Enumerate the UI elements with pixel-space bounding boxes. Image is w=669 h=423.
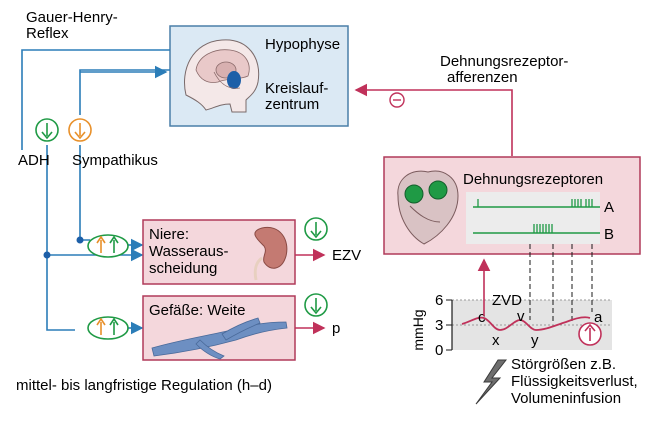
niere-up-icon: [87, 234, 129, 258]
gefaesse-label: Gefäße: Weite: [149, 302, 245, 319]
adh-label: ADH: [18, 152, 50, 169]
caption: mittel- bis langfristige Regulation (h–d…: [16, 377, 272, 394]
hypophyse-box: Hypophyse Kreislauf- zentrum: [169, 25, 349, 127]
wave-y: y: [531, 332, 539, 349]
vessel-icon: [151, 317, 288, 360]
efferent-lines: [21, 49, 170, 335]
ezv-label: EZV: [332, 247, 361, 264]
stoer-up-icon: [578, 322, 602, 346]
trace-b-spikes: [533, 224, 553, 233]
p-label: p: [332, 320, 340, 337]
trace-a-label: A: [604, 199, 614, 216]
wave-c: c: [478, 309, 486, 326]
lightning-icon: [475, 359, 508, 405]
wave-a: a: [594, 309, 603, 326]
wave-v: v: [517, 308, 525, 325]
stoer-label-1: Störgrößen z.B.: [511, 356, 616, 373]
reflex-label-1: Gauer-Henry-: [26, 9, 118, 26]
dehnungsrezeptoren-box: Dehnungsrezeptoren: [383, 156, 641, 255]
minus-icon: [389, 92, 405, 108]
kreislauf-label-1: Kreislauf-: [265, 80, 328, 97]
niere-label-3: scheidung: [149, 260, 217, 277]
kreislauf-label-2: zentrum: [265, 96, 319, 113]
gefaesse-down-icon: [304, 293, 328, 317]
hypophyse-label: Hypophyse: [265, 36, 340, 53]
zvd-label: ZVD: [492, 292, 522, 309]
reflex-label-2: Reflex: [26, 25, 69, 42]
trace-a-spikes: [477, 199, 593, 207]
unit-label: mmHg: [410, 309, 426, 350]
stoer-label-2: Flüssigkeitsverlust,: [511, 373, 638, 390]
niere-label-1: Niere:: [149, 226, 189, 243]
niere-down-icon: [304, 217, 328, 241]
wave-x: x: [492, 332, 500, 349]
sympathikus-label: Sympathikus: [72, 152, 158, 169]
heart-icon: [397, 170, 459, 245]
niere-box: Niere: Wasseraus- scheidung: [142, 219, 296, 285]
gefaesse-box: Gefäße: Weite: [142, 295, 296, 361]
dehnungsrezeptoren-label: Dehnungsrezeptoren: [463, 171, 603, 188]
afferenzen-label-2: afferenzen: [447, 69, 518, 86]
zvd-plot: 6 3 0 mmHg ZVD c v a x y: [410, 244, 612, 359]
afferenzen-label-1: Dehnungsrezeptor-: [440, 53, 568, 70]
adh-down-icon: [35, 118, 59, 142]
trace-b-label: B: [604, 226, 614, 243]
gefaesse-up-icon: [87, 316, 129, 340]
brain-icon: [184, 39, 260, 113]
kidney-icon: [253, 226, 288, 281]
niere-label-2: Wasseraus-: [149, 243, 228, 260]
tick-3: 3: [435, 317, 443, 334]
sympathikus-down-icon: [68, 118, 92, 142]
stoer-label-3: Volumeninfusion: [511, 390, 621, 407]
tick-0: 0: [435, 342, 443, 359]
afferent-arrow: [354, 83, 513, 156]
tick-6: 6: [435, 292, 443, 309]
